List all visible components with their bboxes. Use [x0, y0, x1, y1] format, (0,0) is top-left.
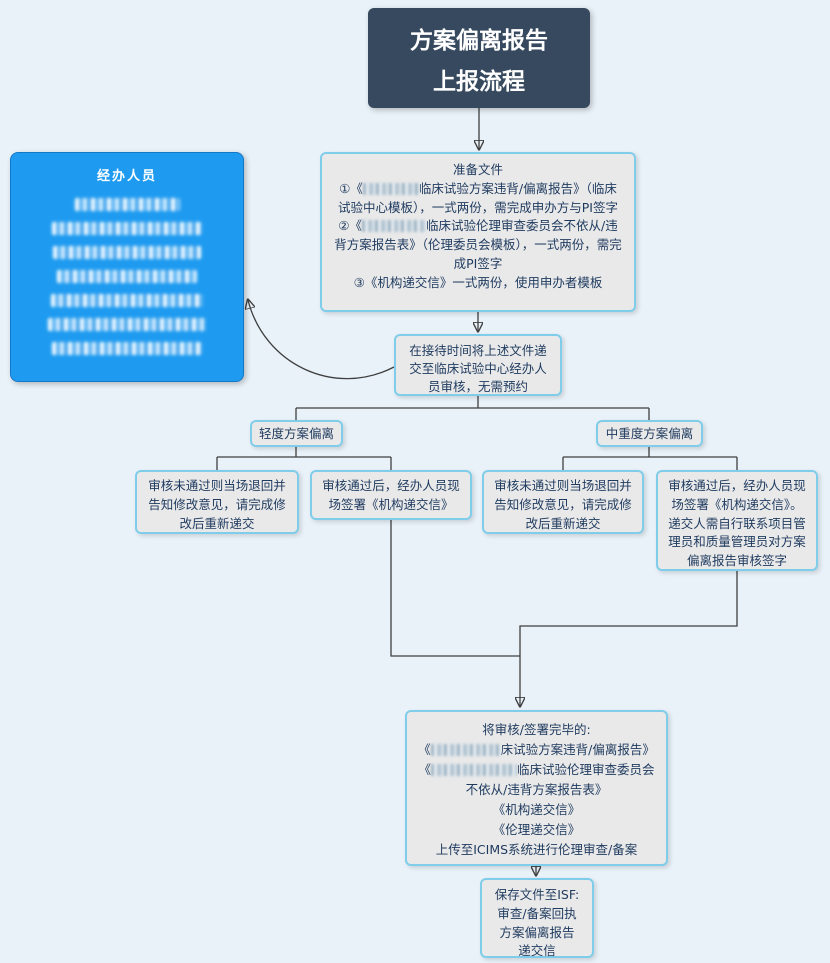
prepare-item-1-text: 临床试验方案违背/偏离报告》（临床试验中心模板），一式两份，需完成申办方与PI签…	[338, 180, 618, 215]
submit-documents-node: 在接待时间将上述文件递交至临床试验中心经办人员审核，无需预约	[394, 334, 562, 396]
staff-box-title: 经办人员	[96, 169, 157, 184]
redacted-text	[362, 220, 426, 233]
connector-severepass-to-upload	[520, 571, 738, 706]
redacted-text	[362, 182, 419, 195]
upload-doc-1-prefix: 《	[418, 742, 431, 757]
upload-doc-1: 《 床试验方案违背/偏离报告》	[417, 740, 656, 760]
connector-light-split	[216, 447, 392, 470]
redacted-text	[431, 764, 517, 776]
connector-submit-split	[295, 396, 650, 420]
redacted-line	[57, 270, 197, 283]
severe-review-pass-node: 审核通过后，经办人员现场签署《机构递交信》。递交人需自行联系项目管理员和质量管理…	[656, 470, 818, 571]
redacted-line	[48, 318, 206, 331]
redacted-line	[53, 246, 201, 259]
prepare-item-2-prefix: ②《	[338, 218, 362, 234]
redacted-line	[51, 294, 203, 307]
upload-doc-3: 《机构递交信》	[492, 802, 581, 817]
prepare-heading: 准备文件	[452, 162, 503, 177]
prepare-documents-node: 准备文件 ①《临床试验方案违背/偏离报告》（临床试验中心模板），一式两份，需完成…	[320, 152, 636, 312]
redacted-line	[52, 222, 202, 235]
upload-footer: 上传至ICIMS系统进行伦理审查/备案	[435, 842, 638, 857]
flowchart-title: 方案偏离报告 上报流程	[368, 8, 590, 108]
staff-contact-node: 经办人员	[10, 152, 244, 382]
prepare-item-1: ①《临床试验方案违背/偏离报告》（临床试验中心模板），一式两份，需完成申办方与P…	[333, 180, 623, 218]
prepare-item-1-prefix: ①《	[339, 180, 363, 196]
redacted-text	[430, 744, 501, 756]
prepare-item-3: ③《机构递交信》一式两份，使用申办者模板	[353, 274, 603, 290]
upload-to-icims-node: 将审核/签署完毕的: 《床试验方案违背/偏离报告》 《临床试验伦理审查委员会不依…	[405, 710, 668, 866]
severe-review-fail-node: 审核未通过则当场退回并告知修改意见，请完成修改后重新递交	[482, 470, 644, 534]
upload-doc-1-text: 床试验方案违背/偏离报告》	[500, 742, 655, 757]
connector-lightpass-merge	[390, 520, 520, 657]
prepare-item-2-text: 临床试验伦理审查委员会不依从/违背方案报告表》（伦理委员会模板），一式两份，需完…	[334, 218, 622, 271]
upload-doc-2-text: 临床试验伦理审查委员会不依从/违背方案报告表》	[465, 762, 655, 797]
save-to-isf-node: 保存文件至ISF: 审查/备案回执 方案偏离报告 递交信	[480, 878, 594, 958]
prepare-item-2: ②《临床试验伦理审查委员会不依从/违背方案报告表》（伦理委员会模板），一式两份，…	[333, 217, 623, 273]
upload-doc-2: 《 临床试验伦理审查委员会不依从/违背方案报告表》	[417, 760, 656, 800]
upload-doc-2-prefix: 《	[418, 762, 431, 777]
redacted-line	[52, 342, 202, 355]
branch-label-light-deviation: 轻度方案偏离	[250, 420, 343, 447]
upload-doc-4: 《伦理递交信》	[492, 822, 581, 837]
light-review-fail-node: 审核未通过则当场退回并告知修改意见，请完成修改后重新递交	[135, 470, 299, 534]
title-line-2: 上报流程	[433, 68, 525, 95]
connector-severe-split	[562, 447, 738, 470]
upload-heading: 将审核/签署完毕的:	[482, 722, 591, 737]
redacted-line	[74, 198, 180, 211]
branch-label-severe-deviation: 中重度方案偏离	[596, 420, 703, 447]
title-line-1: 方案偏离报告	[410, 27, 548, 54]
light-review-pass-node: 审核通过后，经办人员现场签署《机构递交信》	[310, 470, 472, 520]
